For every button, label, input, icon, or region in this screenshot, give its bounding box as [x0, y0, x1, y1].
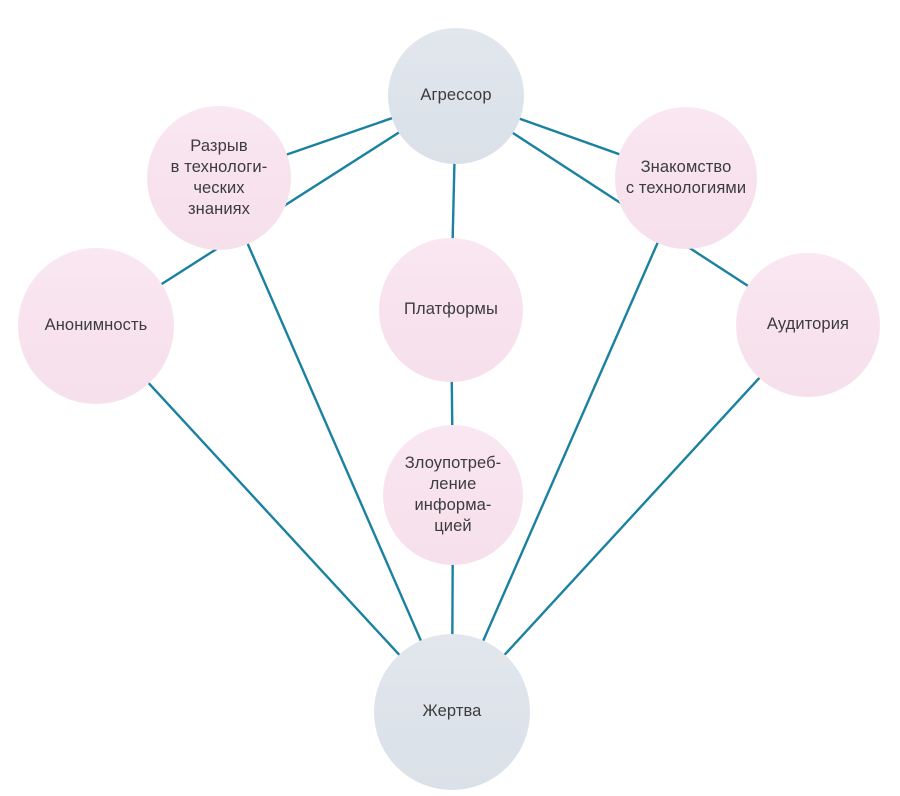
node-label-tech-knowledge-gap: Разрыв в технологи- ческих знаниях — [170, 136, 268, 219]
edge-victim-tech-familiarity — [450, 177, 688, 713]
node-information-misuse: Злоупотреб- ление информа- цией — [383, 425, 523, 565]
node-tech-familiarity: Знакомство с технологиями — [615, 107, 757, 249]
node-tech-knowledge-gap: Разрыв в технологи- ческих знаниях — [147, 106, 291, 250]
edge-victim-tech-knowledge-gap — [217, 177, 454, 713]
node-platforms: Платформы — [379, 238, 523, 382]
node-label-information-misuse: Злоупотреб- ление информа- цией — [404, 453, 502, 536]
node-aggressor: Агрессор — [388, 28, 524, 164]
node-audience: Аудитория — [736, 253, 880, 397]
edge-victim-anonymity — [95, 325, 453, 713]
node-label-aggressor: Агрессор — [420, 86, 492, 105]
node-victim: Жертва — [374, 634, 530, 790]
node-label-platforms: Платформы — [404, 300, 498, 319]
node-label-tech-familiarity: Знакомство с технологиями — [625, 157, 747, 197]
node-anonymity: Анонимность — [18, 248, 174, 404]
node-label-victim: Жертва — [422, 702, 482, 721]
node-label-audience: Аудитория — [766, 315, 850, 334]
node-label-anonymity: Анонимность — [44, 316, 148, 335]
edge-victim-audience — [451, 324, 809, 713]
